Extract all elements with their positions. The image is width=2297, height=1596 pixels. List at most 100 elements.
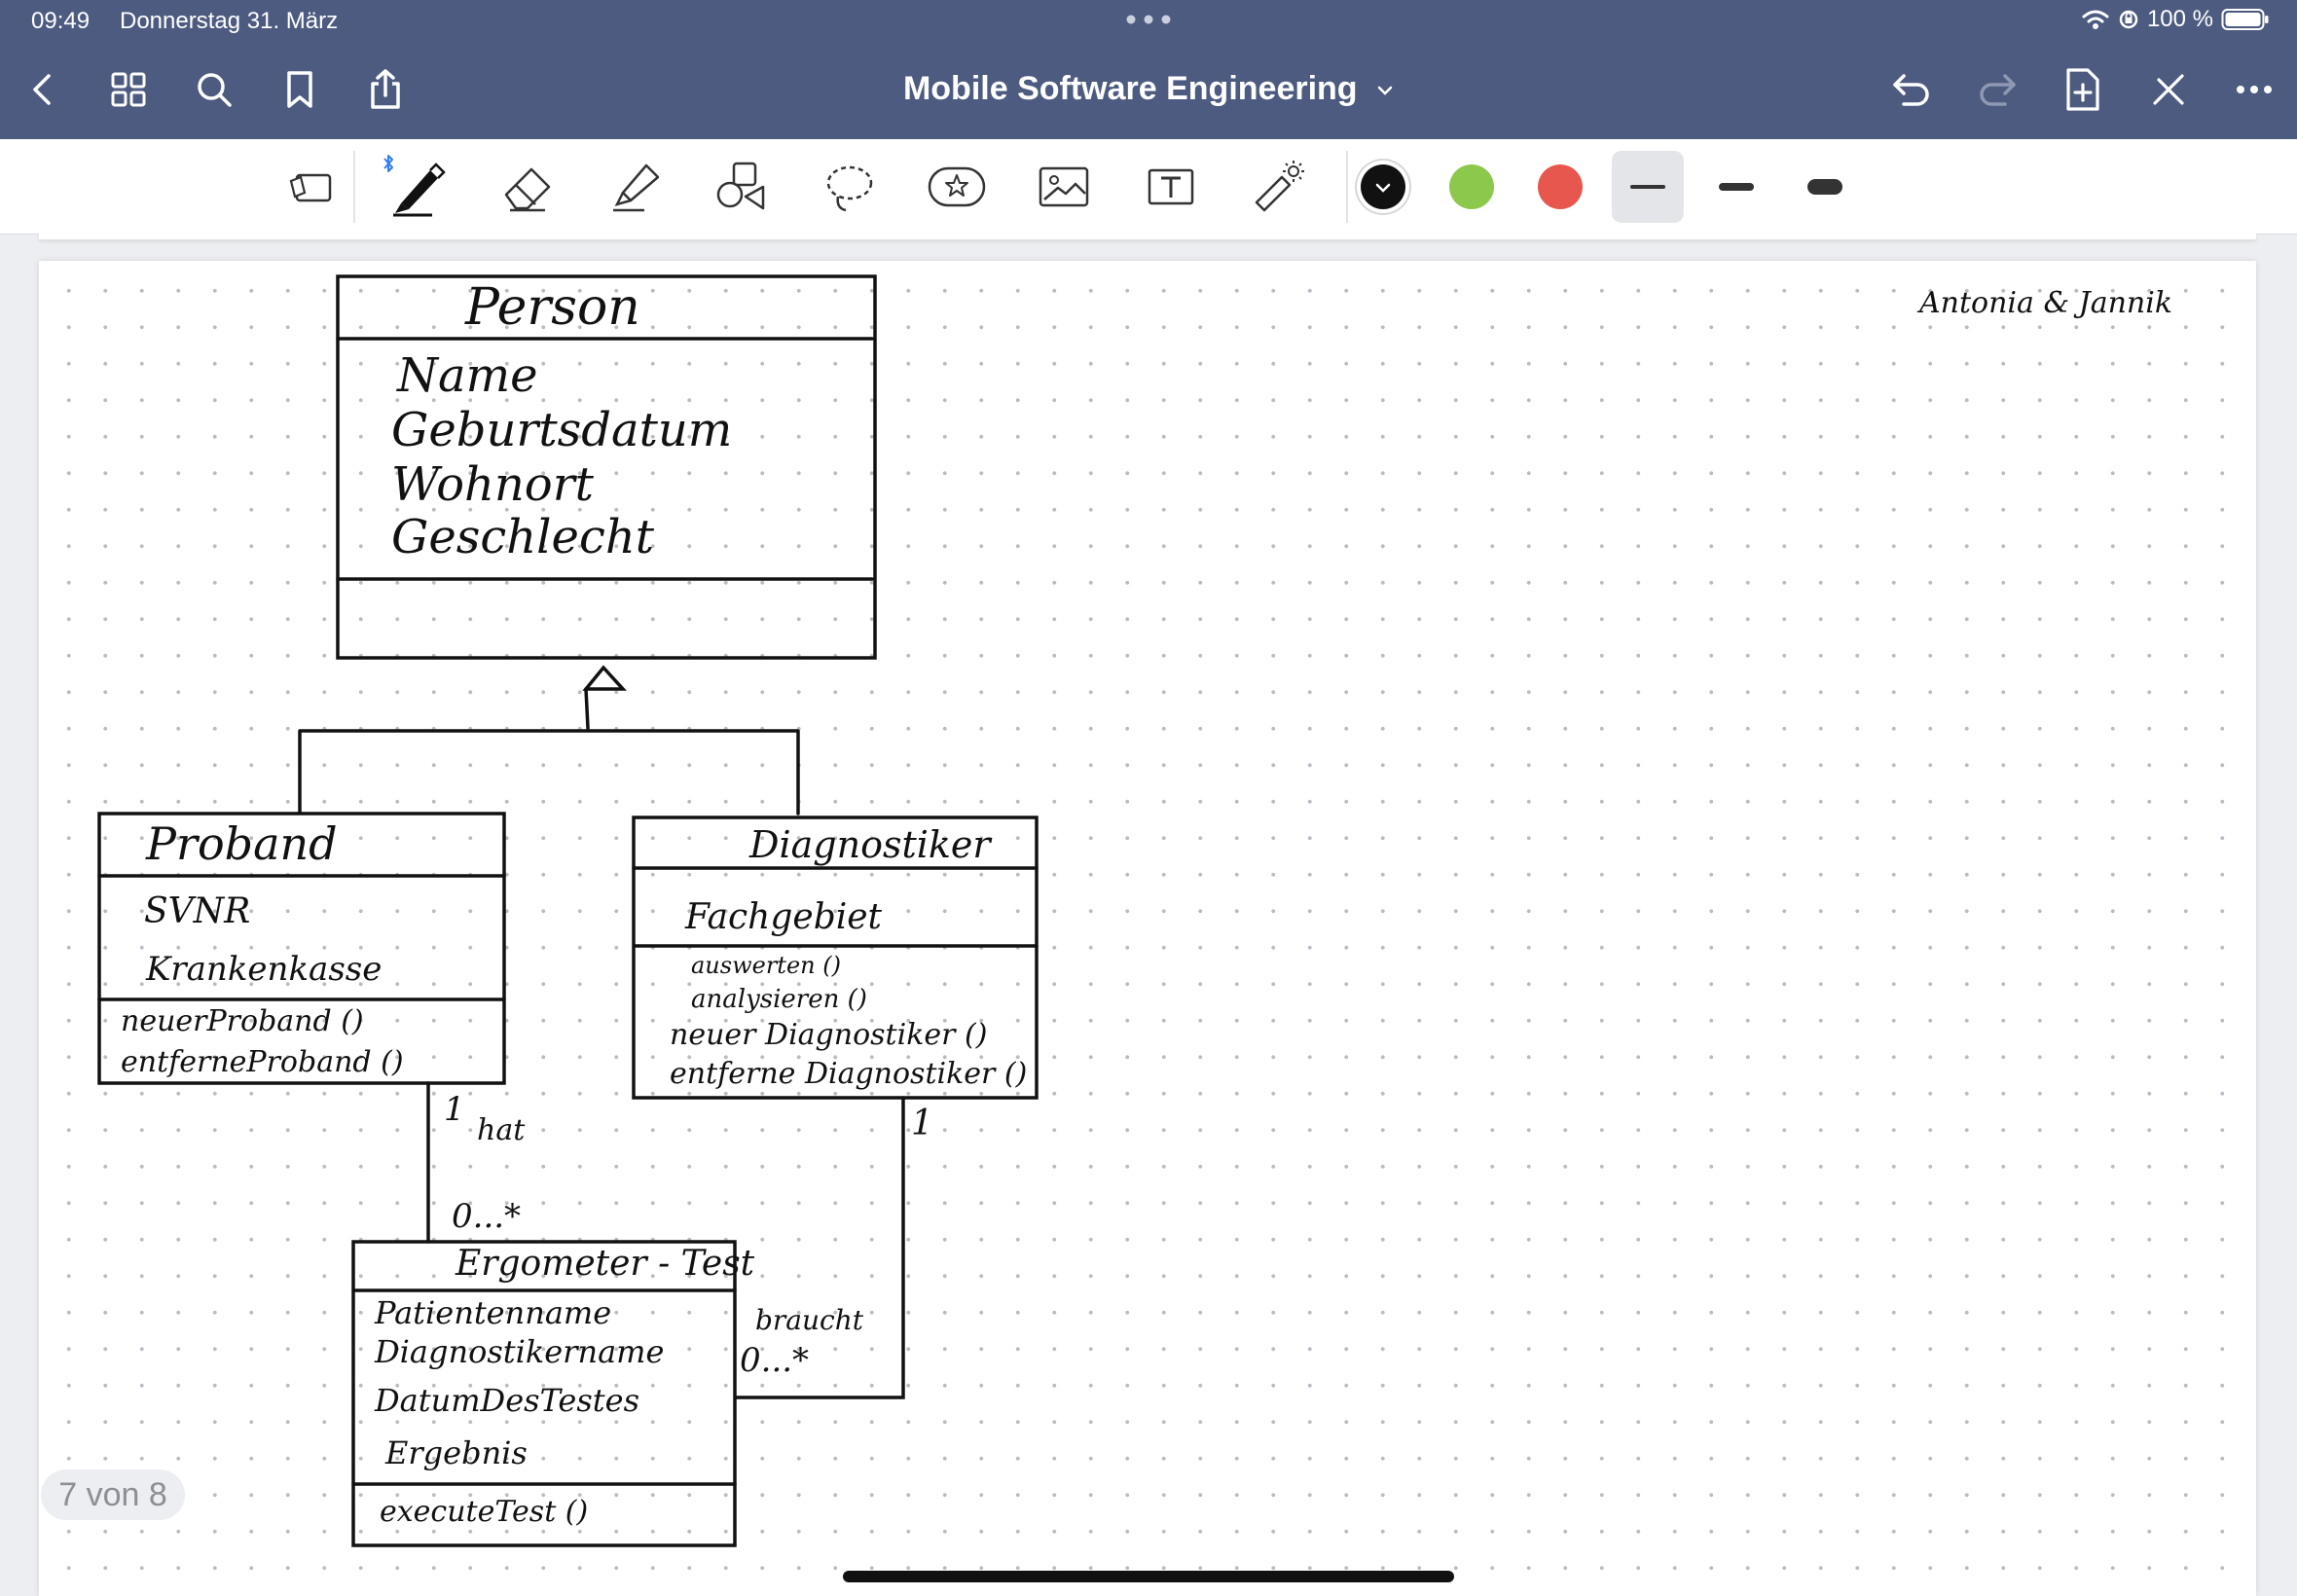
shapes-icon [716, 162, 765, 210]
color-green-swatch[interactable] [1449, 164, 1494, 209]
toolbar-divider [353, 151, 355, 223]
sticker-icon [928, 166, 986, 207]
redo-icon [1980, 74, 2016, 106]
highlighter-tool-button[interactable] [599, 153, 671, 221]
authors-label: Antonia & Jannik [1919, 286, 2173, 320]
bluetooth-icon [383, 155, 393, 172]
ergometer-attribute-ergebnis: Ergebnis [385, 1434, 528, 1471]
stroke-medium-button[interactable] [1700, 151, 1772, 223]
ergometer-attribute-datum: DatumDesTestes [375, 1382, 639, 1419]
battery-icon [2221, 9, 2269, 30]
close-editing-button[interactable] [2143, 64, 2194, 115]
proband-method-neu: neuerProband () [121, 1004, 364, 1038]
multiplicity-diagnostiker-one: 1 [911, 1104, 933, 1143]
class-name-proband: Proband [146, 817, 338, 870]
add-page-icon [2066, 68, 2099, 111]
drawing-toolbar [0, 139, 2297, 235]
color-red-swatch[interactable] [1538, 164, 1583, 209]
association-label-hat: hat [477, 1113, 526, 1147]
laser-pointer-icon [1255, 161, 1304, 212]
lasso-tool-button[interactable] [814, 153, 886, 221]
wifi-icon [2082, 10, 2109, 29]
person-attribute-geburtsdatum: Geburtsdatum [391, 403, 733, 457]
inheritance-arrow-icon [582, 665, 627, 691]
ergometer-attribute-patientenname: Patientenname [375, 1294, 612, 1331]
status-indicators: 100 % [2081, 6, 2270, 33]
pen-tool-button[interactable] [382, 153, 454, 221]
association-line-diagnostiker [734, 1096, 905, 1399]
search-button[interactable] [189, 64, 239, 115]
pen-icon [393, 163, 446, 217]
proband-method-entferne: entferneProband () [121, 1045, 404, 1079]
person-attribute-name: Name [397, 348, 538, 403]
class-box-diagnostiker [632, 816, 1039, 1100]
image-tool-button[interactable] [1028, 153, 1100, 221]
medium-stroke-icon [1719, 183, 1754, 191]
share-button[interactable] [360, 64, 411, 115]
chevron-down-icon [1375, 183, 1391, 193]
association-label-braucht: braucht [755, 1304, 864, 1336]
inheritance-line [298, 687, 800, 816]
highlighter-icon [613, 163, 660, 212]
bookmark-icon [287, 71, 312, 108]
document-title-label: Mobile Software Engineering [902, 70, 1358, 107]
grid-icon [111, 72, 146, 107]
chevron-down-icon [1377, 86, 1393, 95]
thick-stroke-icon [1807, 179, 1842, 195]
diagnostiker-method-entferne: entferne Diagnostiker () [670, 1057, 1028, 1091]
class-name-diagnostiker: Diagnostiker [749, 823, 991, 866]
class-box-person [336, 274, 877, 660]
person-attribute-wohnort: Wohnort [391, 457, 594, 512]
document-title[interactable]: Mobile Software Engineering [0, 70, 2297, 108]
person-attribute-geschlecht: Geschlecht [391, 510, 655, 564]
proband-attribute-svnr: SVNR [144, 891, 251, 931]
orientation-lock-icon [2119, 10, 2138, 29]
eraser-icon [504, 167, 551, 212]
proband-attribute-krankenkasse: Krankenkasse [146, 950, 383, 989]
diagnostiker-method-analysieren: analysieren () [691, 985, 867, 1014]
share-icon [371, 69, 400, 109]
class-name-person: Person [465, 278, 640, 337]
text-icon [1148, 168, 1194, 205]
sticker-tool-button[interactable] [921, 153, 993, 221]
redo-button[interactable] [1972, 64, 2023, 115]
lasso-icon [826, 165, 873, 212]
status-date: Donnerstag 31. März [120, 8, 339, 34]
diagnostiker-method-auswerten: auswerten () [691, 952, 841, 979]
ergometer-attribute-diagnostikername: Diagnostikername [375, 1333, 665, 1370]
back-button[interactable] [17, 64, 67, 115]
class-box-proband [97, 812, 506, 1085]
stroke-thick-button[interactable] [1789, 151, 1861, 223]
battery-percentage: 100 % [2146, 6, 2213, 32]
diagnostiker-method-neu: neuer Diagnostiker () [670, 1018, 988, 1052]
add-page-button[interactable] [2058, 64, 2108, 115]
text-tool-button[interactable] [1135, 153, 1207, 221]
color-black-swatch[interactable] [1361, 164, 1405, 209]
diagnostiker-attribute-fachgebiet: Fachgebiet [685, 897, 883, 937]
laser-pointer-tool-button[interactable] [1242, 153, 1314, 221]
image-icon [1039, 166, 1089, 207]
read-only-mode-button[interactable] [275, 153, 347, 221]
undo-button[interactable] [1886, 64, 1937, 115]
home-indicator[interactable] [843, 1571, 1454, 1582]
previous-page-edge [39, 234, 2256, 239]
ergometer-method-execute: executeTest () [380, 1495, 589, 1529]
thin-stroke-icon [1630, 185, 1665, 189]
note-page[interactable]: Antonia & Jannik Person Name Geburtsdatu… [39, 261, 2256, 1596]
read-only-mode-icon [289, 173, 332, 202]
toolbar-divider [1346, 151, 1348, 223]
bookmark-button[interactable] [274, 64, 325, 115]
more-button[interactable] [2229, 64, 2279, 115]
class-box-ergometer [351, 1240, 737, 1547]
more-icon [2237, 86, 2272, 93]
stroke-thin-button[interactable] [1612, 151, 1684, 223]
multiplicity-proband-many: 0...* [452, 1197, 522, 1236]
search-icon [198, 73, 232, 107]
shapes-tool-button[interactable] [706, 153, 778, 221]
eraser-tool-button[interactable] [492, 153, 564, 221]
uml-diagram-lines [97, 274, 1039, 1547]
multitasking-dots-icon[interactable] [1125, 14, 1172, 25]
multiplicity-proband-one: 1 [444, 1090, 465, 1129]
thumbnails-button[interactable] [103, 64, 154, 115]
top-navigation-bar: 09:49 Donnerstag 31. März 100 % [0, 0, 2297, 139]
